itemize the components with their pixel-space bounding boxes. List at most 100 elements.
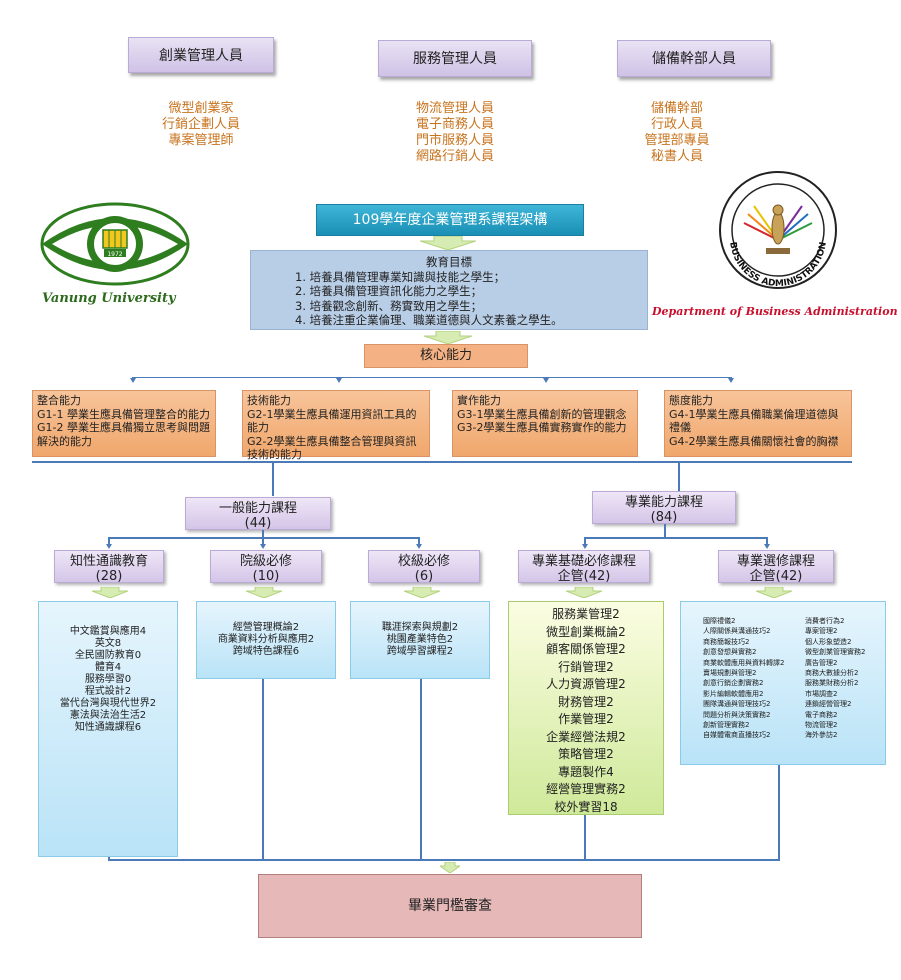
category-general-education: 知性通識教育 (28) [54,550,164,584]
down-arrow-icon [566,587,602,598]
career-list-service: 物流管理人員 電子商務人員 門市服務人員 網路行銷人員 [378,101,532,165]
course-item: 當代台灣與現代世界2 [59,698,157,709]
course-item: 程式設計2 [84,686,132,697]
course-item: 服務業管理2 [552,607,620,621]
career-item: 管理部專員 [644,133,710,148]
category-label: 專業選修課程 [736,554,815,569]
career-item: 行政人員 [650,117,703,132]
category-credits: 企管(42) [557,569,611,584]
course-item: 市場調查2 [805,689,838,698]
goal-item: 4. 培養注重企業倫理、職業道德與人文素養之學生。 [295,313,563,327]
career-item: 儲備幹部 [650,101,703,116]
course-item: 職涯探索與規劃2 [381,622,459,633]
education-goals-box: 教育目標 1. 培養具備管理專業知識與技能之學生； 2. 培養具備管理資訊化能力… [250,250,648,330]
connector-line [32,461,852,463]
goals-heading: 教育目標 [426,255,472,269]
connector-line [584,537,768,539]
general-course-label: 一般能力課程 [218,501,297,516]
down-arrow-icon [440,862,460,873]
down-arrow-icon [424,331,472,344]
course-item: 全民國防教育0 [74,650,142,661]
course-item: 服務學習0 [84,674,132,685]
course-item: 商務大數據分析2 [805,669,859,678]
career-item: 網路行銷人員 [415,149,494,164]
capability-line: G4-1學業生應具備職業倫理道德與禮儀 [669,407,839,435]
career-box-reserve: 儲備幹部人員 [617,40,771,77]
course-item: 影片編輯軟體應用2 [703,689,764,698]
connector-line [132,377,732,378]
connector-line [584,537,586,547]
curriculum-title: 109學年度企業管理系課程架構 [316,204,584,236]
down-arrow-icon [404,587,440,598]
course-item: 策略管理2 [558,747,614,761]
elective-column-right: 消費者行為2 專案管理2 個人形象塑造2 微型創業管理實務2 廣告管理2 商務大… [805,616,865,741]
capability-line: G1-2 學業生應具備獨立思考與問題解決的能力 [37,421,210,448]
capability-line: G2-1學業生應具備運用資訊工具的能力 [247,407,417,435]
category-credits: (10) [252,569,280,584]
course-item: 消費者行為2 [805,617,845,625]
capability-line: G1-1 學業生應具備管理整合的能力 [37,407,210,421]
category-label: 專業基礎必修課程 [531,554,636,569]
course-item: 連鎖經營管理2 [805,700,852,709]
course-item: 賣場規劃與管理2 [703,669,757,678]
course-item: 團隊溝通與管理技巧2 [703,700,771,709]
connector-line [108,859,780,861]
connector-line [766,537,768,547]
career-item: 物流管理人員 [415,101,494,116]
course-item: 微型創業概論2 [546,624,626,639]
course-item: 專題製作4 [558,764,614,779]
courses-college-required: 經營管理概論2 商業資料分析與應用2 跨域特色課程6 [196,601,336,679]
capability-integration: 整合能力 G1-1 學業生應具備管理整合的能力 G1-2 學業生應具備獨立思考與… [32,390,216,457]
general-course-credits: (44) [244,516,272,531]
professional-course-credits: (84) [650,510,678,525]
category-college-required: 院級必修 (10) [210,550,322,584]
goal-item: 1. 培養具備管理專業知識與技能之學生； [295,269,506,284]
down-arrow-icon [336,378,342,383]
down-arrow-icon [420,236,476,250]
vanung-university-logo: 1972 [40,202,190,286]
course-item: 服務業財務分析2 [805,679,859,688]
down-arrow-icon [543,378,549,383]
connector-line [678,461,680,491]
course-item: 個人形象塑造2 [805,637,852,646]
capability-title: 態度能力 [669,394,713,407]
core-capability-box: 核心能力 [364,344,528,368]
down-arrow-icon [106,544,112,549]
capability-title: 技術能力 [247,394,291,407]
connector-line [418,537,420,547]
down-arrow-icon [260,544,266,549]
category-credits: (28) [95,569,123,584]
professional-course-box: 專業能力課程 (84) [592,491,736,525]
svg-text:1972: 1972 [107,251,122,258]
category-label: 校級必修 [397,554,450,569]
capability-line: G3-1學業生應具備創新的管理觀念 [457,407,627,421]
connector-line [272,461,274,496]
category-professional-required: 專業基礎必修課程 企管(42) [518,550,650,584]
connector-line [584,815,586,860]
course-item: 顧客關係管理2 [546,642,626,656]
down-arrow-icon [764,544,770,549]
course-item: 體育4 [94,662,122,673]
course-item: 行銷管理2 [558,659,614,674]
courses-school-required: 職涯探索與規劃2 桃園產業特色2 跨域學習課程2 [350,601,490,679]
course-item: 人力資源管理2 [546,677,626,691]
course-item: 英文8 [94,638,122,649]
course-item: 經營管理概論2 [232,622,300,633]
course-item: 跨域特色課程6 [232,646,300,657]
course-item: 商務簡報技巧2 [703,637,750,646]
capability-line: G2-2學業生應具備整合管理與資訊技術的能力 [247,434,417,462]
down-arrow-icon [246,587,282,598]
category-label: 知性通識教育 [69,554,148,569]
department-text: Department of Business Administration [652,305,898,318]
down-arrow-icon [92,587,128,598]
career-item: 電子商務人員 [415,117,494,132]
course-item: 知性通識課程6 [74,722,142,733]
career-box-entrepreneur: 創業管理人員 [128,37,274,73]
connector-line [262,530,264,538]
course-item: 電子商務2 [805,710,838,719]
course-item: 商業資料分析與應用2 [217,634,315,645]
capability-line: G3-2學業生應具備實務實作的能力 [457,421,627,434]
graduation-review-box: 畢業門檻審查 [258,874,642,938]
down-arrow-icon [130,378,136,383]
connector-line [262,537,264,547]
